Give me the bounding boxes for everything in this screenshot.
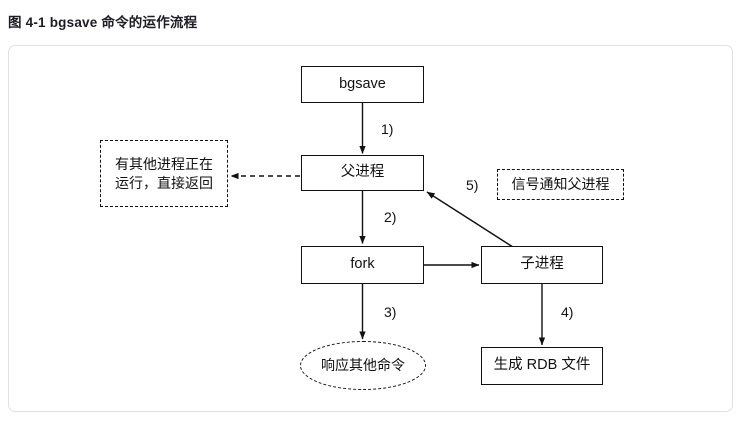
node-respond-other-commands[interactable]: 响应其他命令 [300,341,426,390]
edge-label-2: 2) [384,209,397,225]
edge-label-4: 4) [561,304,574,320]
node-other-process-running[interactable]: 有其他进程正在 运行，直接返回 [100,140,228,207]
edge-label-5: 5) [466,177,479,193]
node-signal-notify-parent[interactable]: 信号通知父进程 [497,169,624,200]
edge-label-3: 3) [384,304,397,320]
node-bgsave[interactable]: bgsave [301,66,424,103]
node-parent-process[interactable]: 父进程 [301,155,424,191]
node-fork[interactable]: fork [301,246,424,284]
node-generate-rdb-file[interactable]: 生成 RDB 文件 [481,347,603,385]
page-title: 图 4-1 bgsave 命令的运作流程 [8,15,198,30]
edge-label-1: 1) [381,121,394,137]
edge-child-to-parent [426,191,517,250]
node-child-process[interactable]: 子进程 [481,246,603,284]
